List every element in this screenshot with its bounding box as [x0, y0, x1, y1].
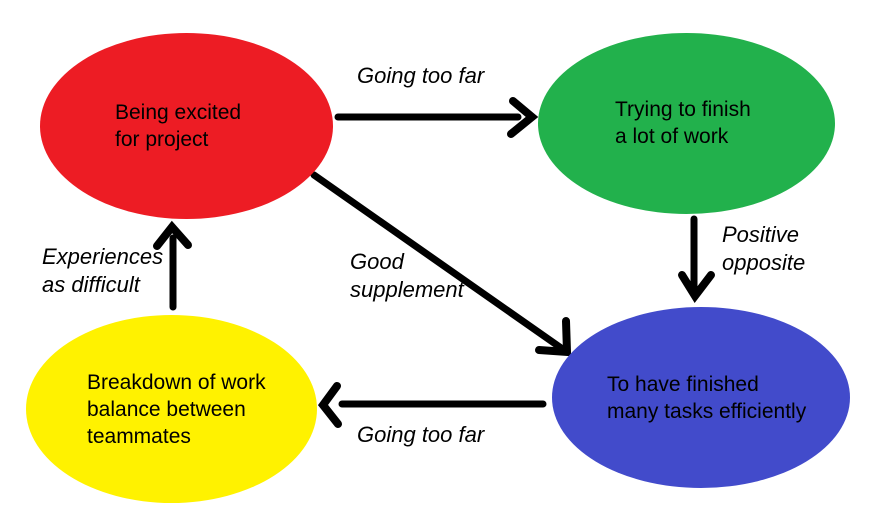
edge-label-line: Positive [722, 222, 800, 247]
node-label-line: Trying to finish [615, 98, 751, 121]
node-label-line: balance between [87, 398, 246, 421]
node-label-line: Breakdown of work [87, 371, 266, 394]
edge-label-line: Going too far [357, 63, 485, 88]
node-being-excited: Being excited for project [40, 33, 333, 219]
arrow-trying-to-finished [678, 215, 715, 304]
arrow-excited-to-finished [310, 171, 572, 357]
edge-label-line: opposite [722, 250, 806, 275]
edge-label-line: Going too far [357, 422, 485, 447]
edge-label-line: as difficult [42, 272, 140, 297]
node-label-line: Being excited [115, 101, 242, 124]
node-label-line: teammates [87, 425, 191, 448]
node-label-line: for project [115, 128, 209, 151]
edge-label-line: Experiences [42, 244, 164, 269]
edge-label-line: Good [350, 249, 404, 274]
arrow-excited-to-trying [334, 97, 539, 138]
edge-label-line: supplement [350, 277, 464, 302]
edge-label-going-too-far-bottom: Going too far [357, 421, 484, 449]
node-finished-tasks: To have finished many tasks efficiently [552, 307, 850, 488]
node-being-excited-label: Being excited for project [115, 99, 241, 153]
node-finished-tasks-label: To have finished many tasks efficiently [607, 371, 806, 425]
node-work-breakdown: Breakdown of work balance between teamma… [26, 315, 317, 503]
arrow-finished-to-breakdown [317, 382, 547, 428]
node-trying-to-finish-label: Trying to finish a lot of work [615, 96, 751, 150]
node-label-line: To have finished [607, 373, 759, 396]
edge-label-experiences-as-difficult: Experiences as difficult [42, 243, 163, 299]
edge-label-going-too-far-top: Going too far [357, 62, 484, 90]
node-work-breakdown-label: Breakdown of work balance between teamma… [87, 369, 266, 450]
edge-label-positive-opposite: Positive opposite [722, 221, 805, 277]
node-trying-to-finish: Trying to finish a lot of work [538, 33, 835, 214]
edge-label-good-supplement: Good supplement [350, 248, 464, 304]
node-label-line: a lot of work [615, 125, 729, 148]
arrow-breakdown-to-excited [153, 220, 192, 311]
node-label-line: many tasks efficiently [607, 400, 807, 423]
